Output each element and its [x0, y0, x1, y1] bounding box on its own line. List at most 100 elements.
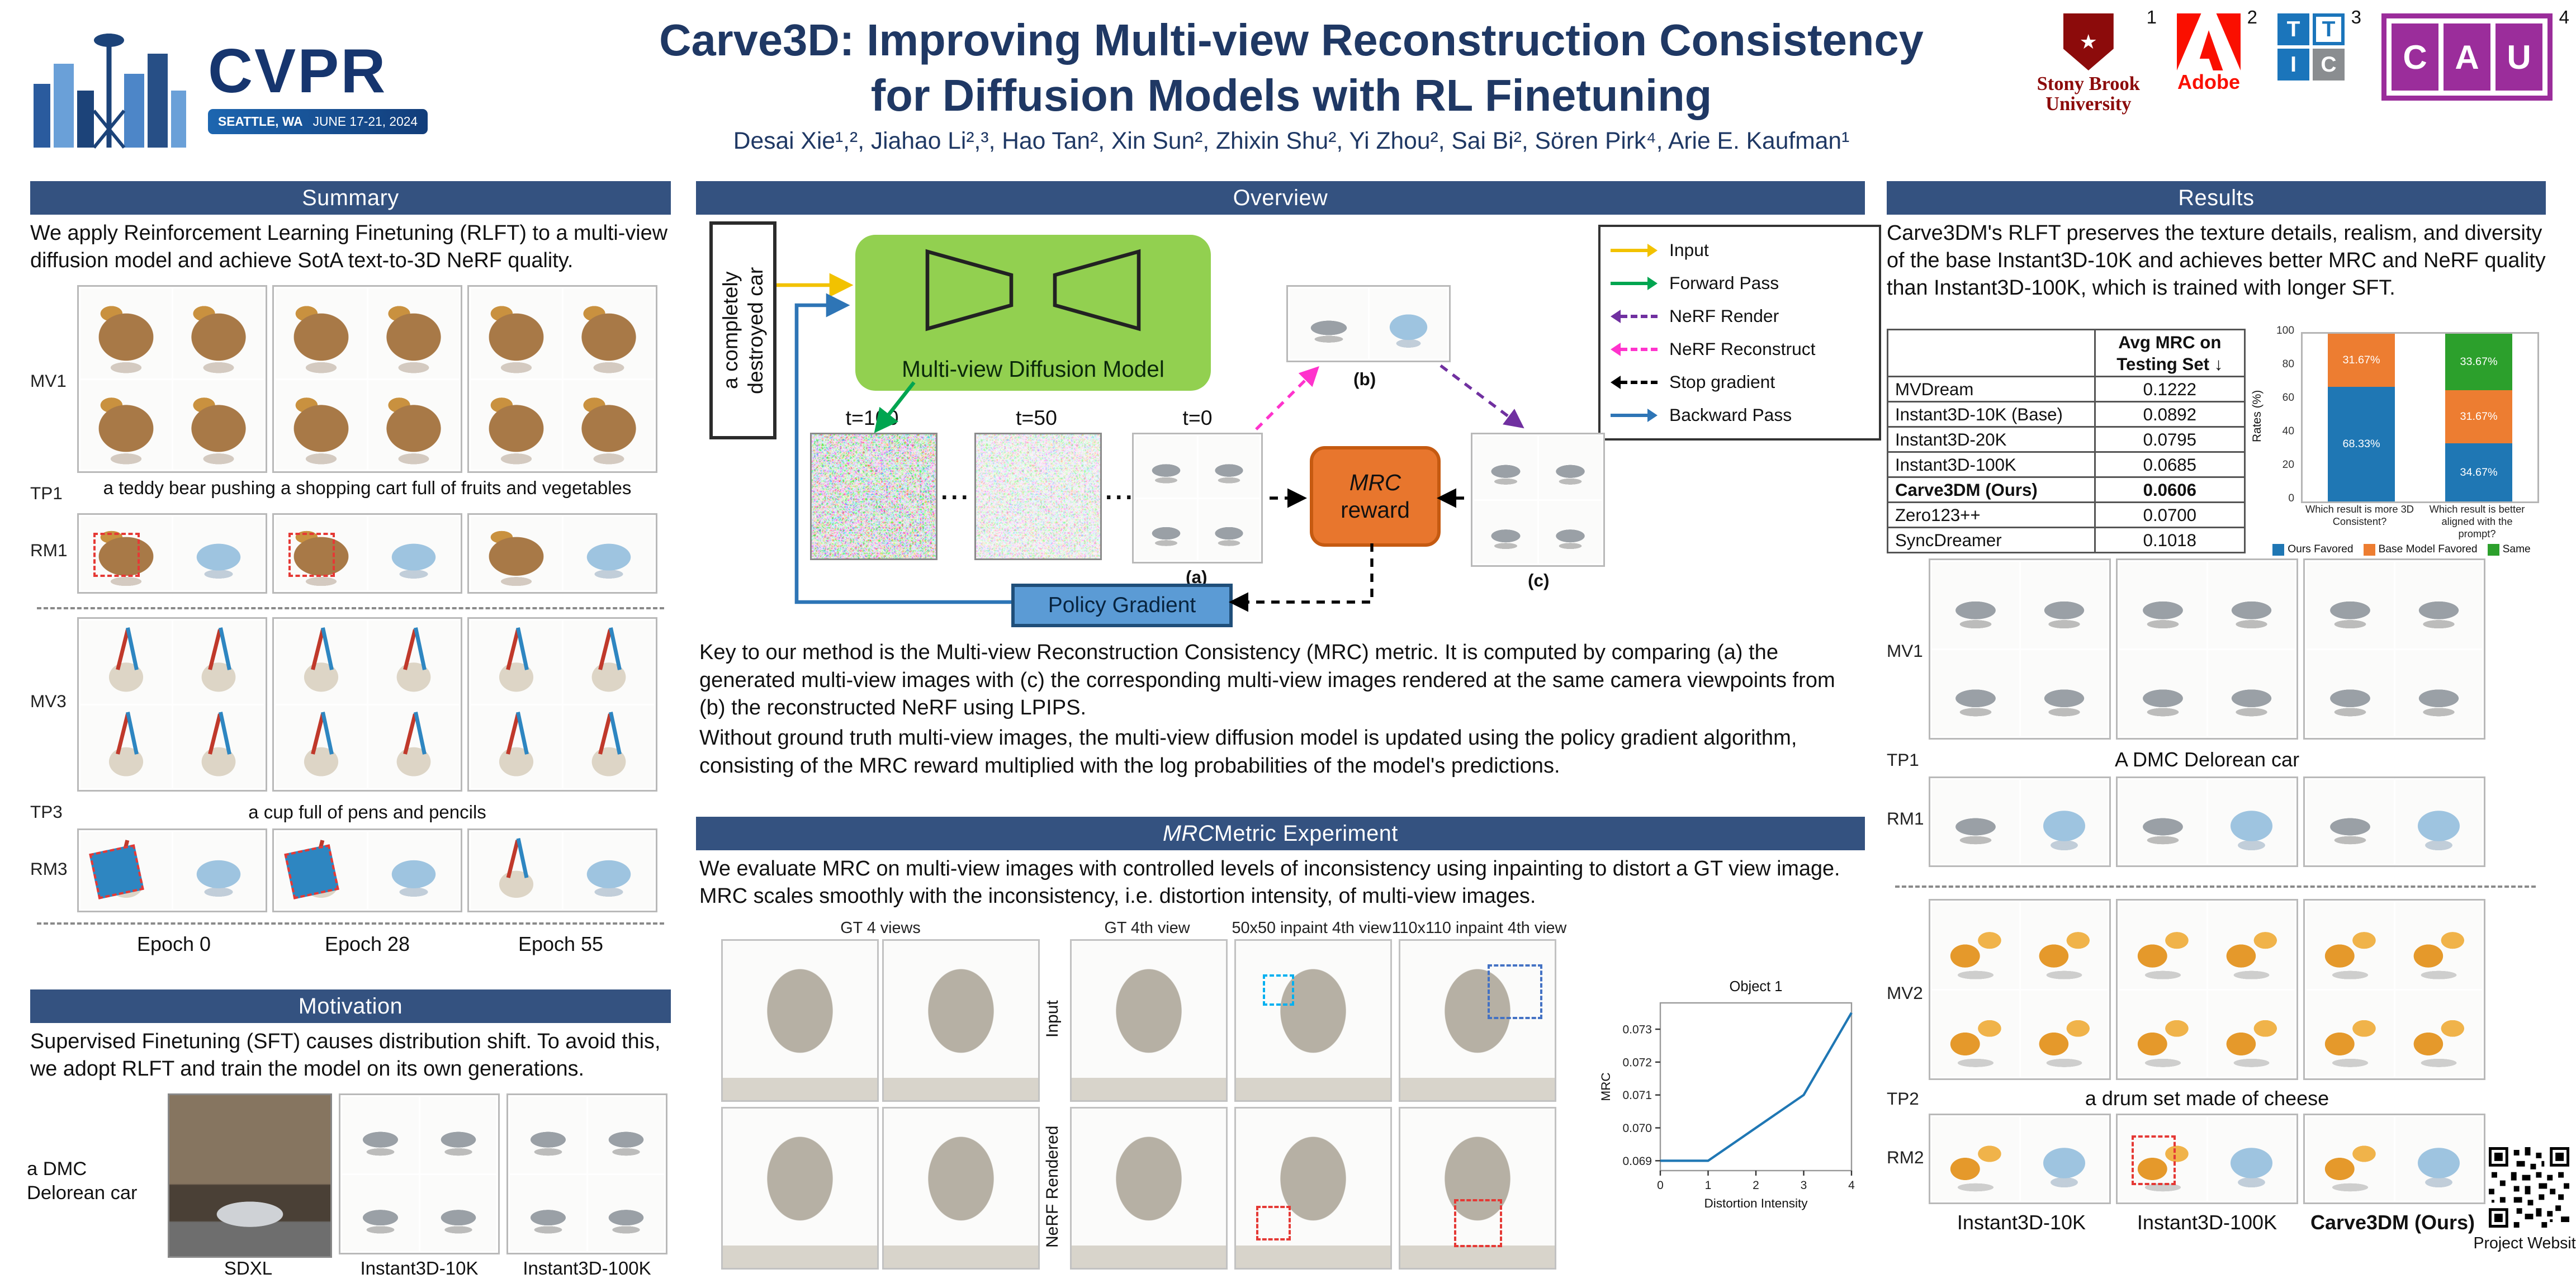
image-panel — [272, 828, 462, 912]
cvpr-banner: SEATTLE, WA JUNE 17-21, 2024 — [208, 109, 428, 134]
nerf-gt-4th-view — [1070, 1107, 1228, 1270]
artifact-box-110 — [1454, 1199, 1502, 1247]
stacked-bar: 34.67%31.67%33.67% — [2445, 334, 2512, 501]
affiliation-sup-1: 1 — [2146, 7, 2157, 27]
gt-view-4 — [882, 1107, 1040, 1270]
image-tile — [420, 1097, 496, 1173]
image-panel — [272, 285, 462, 473]
inpaint-box-110 — [1488, 964, 1542, 1019]
ttic-letter-c: C — [2313, 49, 2345, 80]
nerf-panel-b — [1286, 285, 1451, 362]
image-tile — [471, 705, 562, 788]
overview-paragraph-2: Without ground truth multi-view images, … — [699, 726, 1797, 778]
timestep-t0: t=0 — [1182, 406, 1213, 429]
seattle-skyline-icon — [34, 34, 186, 149]
affiliation-ttic: 3 T T I C — [2277, 7, 2361, 80]
image-tile — [563, 517, 654, 590]
image-tile — [1932, 562, 2019, 648]
image-tile — [1135, 436, 1197, 498]
col-label-gt4views: GT 4 views — [840, 919, 921, 937]
image-tile — [2119, 650, 2206, 736]
image-tile — [80, 380, 172, 470]
row-label-mv1: MV1 — [30, 371, 67, 391]
results-caption-1: A DMC Delorean car — [2114, 748, 2300, 771]
image-tile — [2307, 1117, 2394, 1201]
image-tile — [80, 517, 172, 590]
image-tile — [2208, 990, 2295, 1077]
svg-text:0.071: 0.071 — [1622, 1089, 1652, 1102]
cvpr-dates: JUNE 17-21, 2024 — [312, 114, 418, 129]
bar-segment: 31.67% — [2328, 334, 2395, 387]
image-tile — [2395, 780, 2482, 864]
image-tile — [1932, 650, 2019, 736]
image-panel — [1132, 433, 1263, 564]
cau-icon: C A U — [2381, 13, 2553, 101]
image-tile — [1198, 436, 1259, 498]
bar-legend-item: Ours Favored — [2272, 543, 2354, 556]
legend-item: Backward Pass — [1611, 402, 1869, 429]
affiliation-sup-4: 4 — [2559, 7, 2569, 27]
bar-segment: 34.67% — [2445, 443, 2512, 501]
image-tile — [276, 288, 367, 378]
bar-legend-item: Same — [2487, 543, 2531, 556]
image-tile — [2208, 1117, 2295, 1201]
image-tile — [2307, 562, 2394, 648]
dots-1: ··· — [941, 483, 971, 512]
user-study-categories: Which result is more 3D Consistent?Which… — [2301, 503, 2536, 540]
mrc-reward-line2: reward — [1341, 497, 1410, 523]
row-label-r-rm2: RM2 — [1887, 1147, 1924, 1167]
image-tile — [588, 1175, 664, 1251]
cau-letter-c: C — [2392, 23, 2438, 91]
affiliation-cau: 4 C A U — [2381, 7, 2569, 101]
overview-paragraph-1: Key to our method is the Multi-view Reco… — [699, 641, 1835, 720]
image-tile — [2307, 990, 2394, 1077]
section-motivation: Motivation — [30, 989, 671, 1023]
stonybrook-name-line1: Stony Brook — [2037, 73, 2140, 94]
image-panel — [1929, 899, 2111, 1080]
image-tile — [173, 380, 264, 470]
prompt-input-box: a completely destroyed car — [709, 221, 776, 439]
stonybrook-shield-icon: ★ — [2063, 13, 2114, 70]
row-label-r-mv2: MV2 — [1887, 983, 1923, 1003]
image-tile — [2020, 650, 2108, 736]
image-tile — [2020, 990, 2108, 1077]
bar-category-label: Which result is more 3D Consistent? — [2305, 503, 2414, 527]
timestep-t100: t=100 — [845, 406, 899, 429]
mrc-heading-italic: MRC — [1162, 821, 1214, 846]
image-tile — [1474, 500, 1537, 564]
image-tile — [471, 832, 562, 909]
motivation-10k-panel — [339, 1093, 500, 1254]
svg-text:4: 4 — [1848, 1179, 1855, 1192]
image-tile — [276, 832, 367, 909]
nerf-110-inpaint — [1399, 1107, 1556, 1270]
summary-caption-2: a cup full of pens and pencils — [248, 802, 486, 822]
epoch-55-label: Epoch 55 — [518, 932, 604, 955]
epoch-28-label: Epoch 28 — [324, 932, 410, 955]
affiliation-stonybrook: 1 ★ Stony Brook University — [2037, 7, 2157, 115]
legend-item: Input — [1611, 237, 1869, 264]
image-tile — [563, 288, 654, 378]
overview-diagram: a completely destroyed car Multi-view Di… — [696, 218, 1881, 634]
image-panel — [272, 617, 462, 792]
image-panel — [506, 1093, 667, 1254]
input-110-inpaint — [1399, 939, 1556, 1102]
image-panel — [2116, 558, 2298, 740]
svg-text:1: 1 — [1705, 1179, 1712, 1192]
image-tile — [342, 1097, 419, 1173]
qr-code — [2489, 1147, 2569, 1228]
sdxl-image — [168, 1093, 332, 1258]
cvpr-logo: CVPR SEATTLE, WA JUNE 17-21, 2024 — [27, 10, 496, 164]
svg-text:0.070: 0.070 — [1622, 1122, 1652, 1135]
epoch-0-label: Epoch 0 — [136, 932, 211, 955]
image-tile — [510, 1175, 586, 1251]
image-tile — [1369, 288, 1447, 359]
image-tile — [173, 288, 264, 378]
image-tile — [471, 288, 562, 378]
mrc-heading-rest: Metric Experiment — [1214, 821, 1399, 846]
image-panel — [1286, 285, 1451, 362]
image-panel — [339, 1093, 500, 1254]
stonybrook-name-line2: University — [2045, 93, 2132, 115]
affiliation-logos: 1 ★ Stony Brook University 2 Adobe 3 T T… — [2037, 7, 2569, 115]
